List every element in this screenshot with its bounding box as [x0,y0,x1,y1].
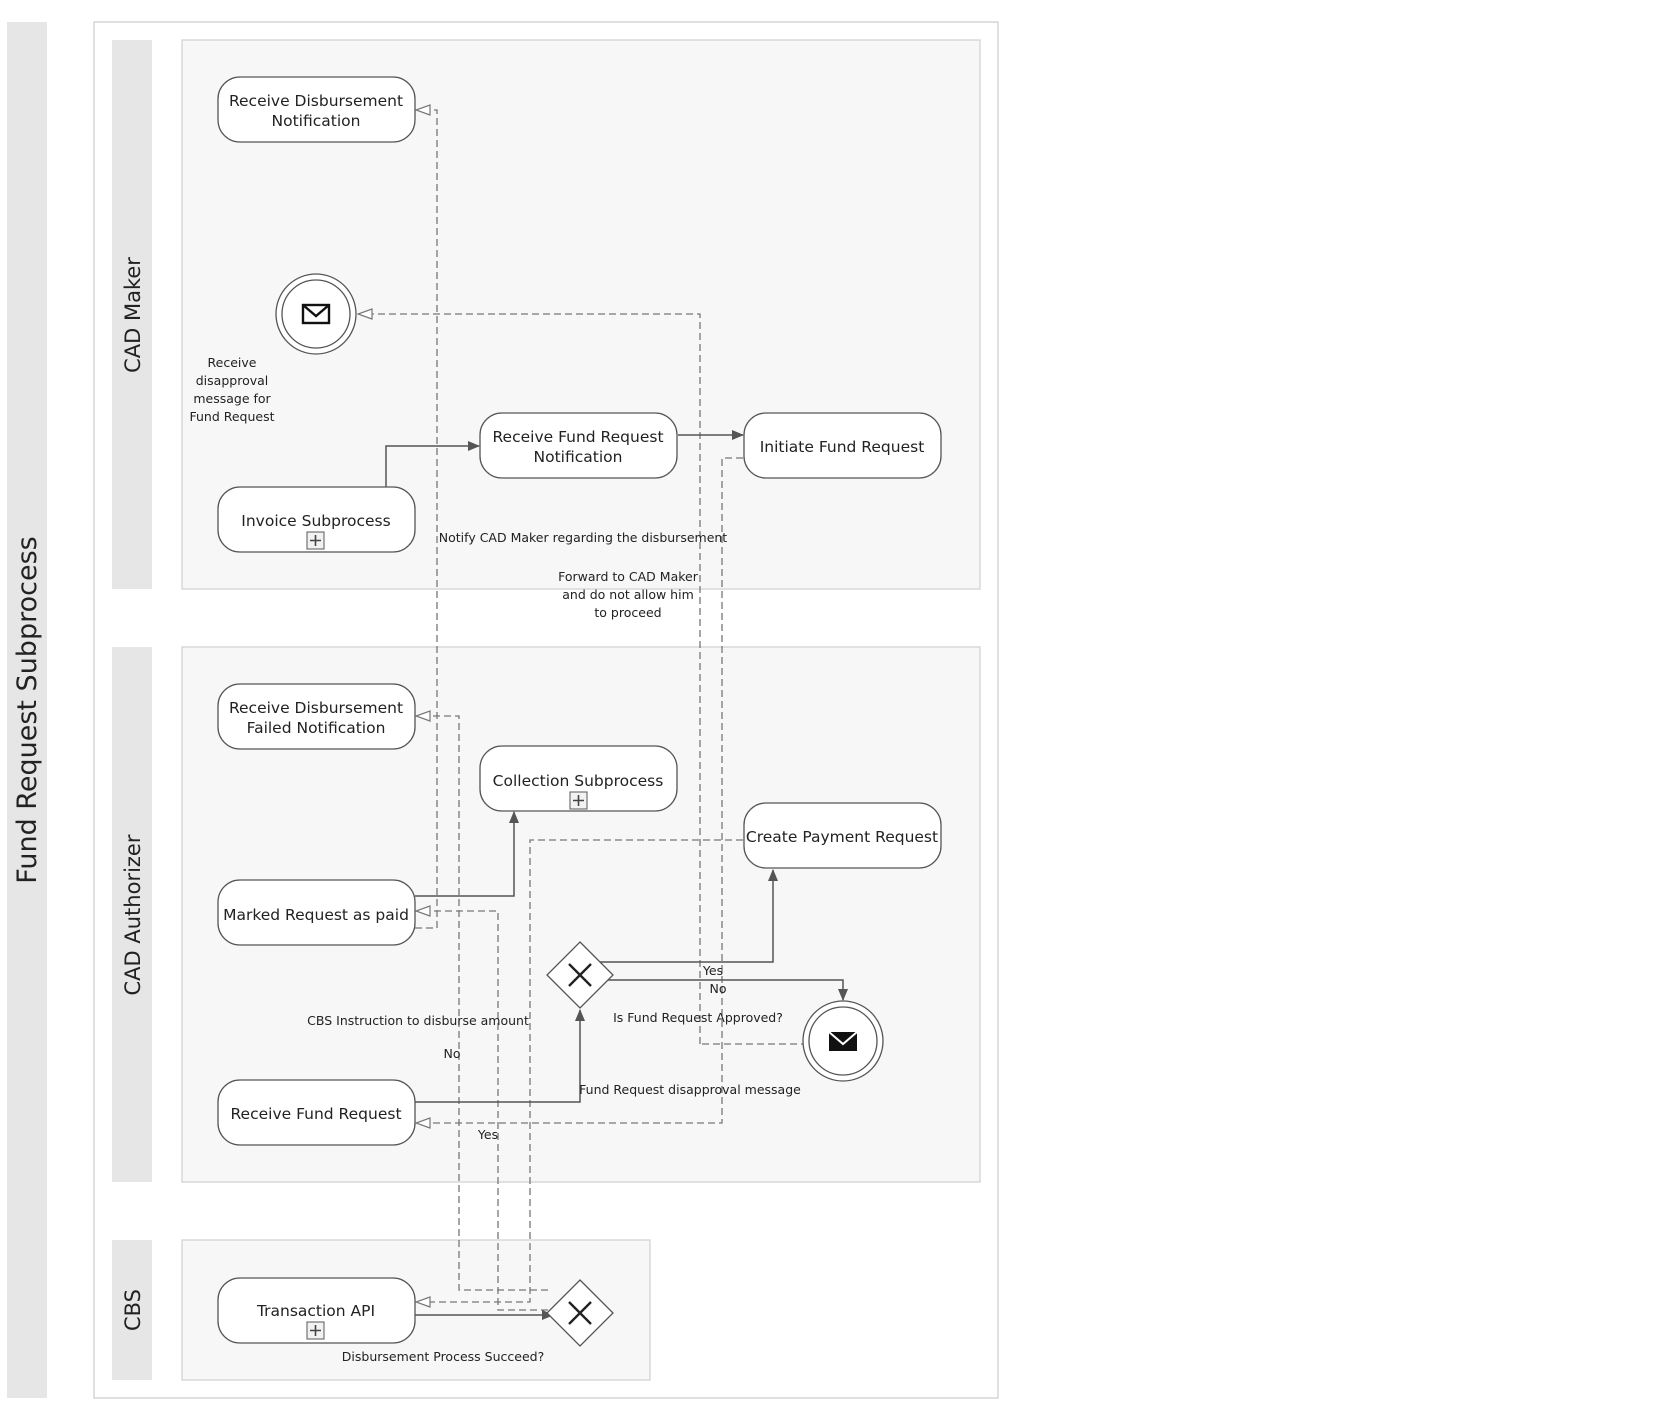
end-event-disapproval-message[interactable] [802,1000,884,1082]
label-forward-to-cad-maker: and do not allow him [562,587,694,602]
task-label: Receive Fund Request [492,428,663,446]
task-collection-subprocess[interactable]: Collection Subprocess [479,745,678,812]
envelope-icon [828,1031,858,1051]
task-create-payment-request[interactable]: Create Payment Request [743,802,942,869]
task-initiate-fund-request[interactable]: Initiate Fund Request [743,412,942,479]
subprocess-plus-icon [306,531,325,550]
lane-title-cad-maker: CAD Maker [121,257,145,373]
label-disapproval-message: Fund Request disapproval message [579,1082,801,1097]
task-receive-disbursement-failed-notification[interactable]: Receive Disbursement Failed Notification [217,683,416,750]
label-notify-cad-maker: Notify CAD Maker regarding the disbursem… [439,530,728,545]
sequence-flow-yes-to-payment [580,869,778,963]
exclusive-gateway-x-icon [568,1301,592,1325]
lane-title-cad-authorizer: CAD Authorizer [121,834,145,995]
label-yes-disbursement: Yes [477,1127,498,1142]
label-yes-approved: Yes [702,963,723,978]
subprocess-plus-icon [306,1321,325,1340]
task-marked-request-as-paid[interactable]: Marked Request as paid [217,879,416,946]
sequence-flow-invoice-to-notification [385,441,480,487]
message-flow-yes-paid [416,911,548,1311]
event-label: disapproval [196,373,269,388]
label-no-approved: No [710,981,727,996]
task-receive-fund-request[interactable]: Receive Fund Request [217,1079,416,1146]
task-label: Notification [534,448,623,466]
task-label: Receive Disbursement [229,92,403,110]
task-label: Create Payment Request [746,828,938,846]
lane-title-cbs: CBS [121,1289,145,1331]
event-label: Fund Request [189,409,274,424]
message-flow-no-failed [416,716,548,1291]
pool-title: Fund Request Subprocess [12,536,43,883]
task-invoice-subprocess[interactable]: Invoice Subprocess [217,486,416,553]
task-label: Transaction API [256,1302,375,1320]
label-forward-to-cad-maker: to proceed [594,605,661,620]
sequence-flow-paid-to-collection [415,811,519,897]
message-flow-disapproval-to-maker [358,314,701,1044]
exclusive-gateway-x-icon [568,963,592,987]
gateway-is-fund-request-approved[interactable] [546,941,614,1009]
lane-header-cad-authorizer [112,647,152,1182]
envelope-icon [301,303,331,325]
sequence-flow-receive-to-gateway [415,1009,585,1103]
task-label: Collection Subprocess [493,772,664,790]
task-label: Invoice Subprocess [241,512,390,530]
task-receive-fund-request-notification[interactable]: Receive Fund Request Notification [479,412,678,479]
task-label: Receive Fund Request [230,1105,401,1123]
event-receive-disapproval[interactable] [275,273,357,355]
subprocess-plus-icon [569,791,588,810]
sequence-flow-no-to-end [604,979,848,1001]
label-no-disbursement: No [444,1046,461,1061]
gateway-label-disbursement: Disbursement Process Succeed? [342,1349,544,1364]
label-forward-to-cad-maker: Forward to CAD Maker [558,569,699,584]
message-flow-fund-request [416,457,743,1123]
task-label: Receive Disbursement [229,699,403,717]
pool-header [7,22,47,1398]
gateway-label-approved: Is Fund Request Approved? [613,1010,783,1025]
task-label: Marked Request as paid [223,906,409,924]
task-receive-disbursement-notification[interactable]: Receive Disbursement Notification [217,76,416,143]
lane-header-cbs [112,1240,152,1380]
task-label: Failed Notification [247,719,386,737]
gateway-disbursement-process-succeed[interactable] [546,1279,614,1347]
message-flow-cbs-instruction [416,839,743,1302]
task-label: Notification [272,112,361,130]
task-label: Initiate Fund Request [760,438,925,456]
label-cbs-instruction: CBS Instruction to disburse amount [307,1013,529,1028]
task-transaction-api[interactable]: Transaction API [217,1277,416,1344]
event-label: Receive [208,355,257,370]
event-label: message for [193,391,271,406]
message-flow-disbursement-notification [415,110,438,929]
lane-header-cad-maker [112,40,152,589]
